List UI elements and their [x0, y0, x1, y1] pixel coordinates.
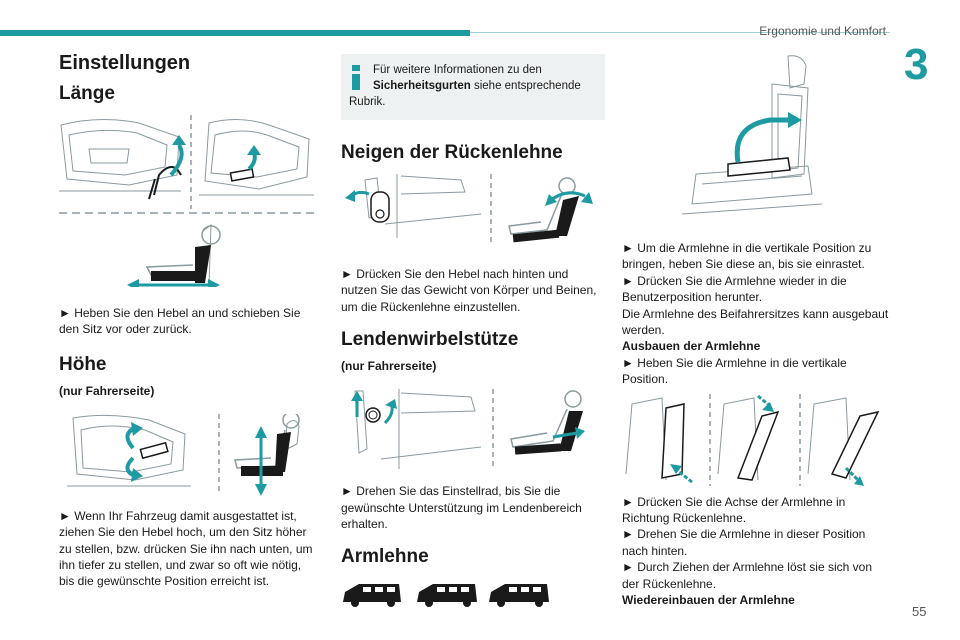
vehicle-variants-illustration [343, 584, 549, 608]
info-line-3: Rubrik. [349, 96, 386, 108]
info-box-seatbelts: Für weitere Informationen zu den Sicherh… [341, 54, 605, 120]
column-2: Für weitere Informationen zu den Sicherh… [341, 54, 605, 608]
heading-settings: Einstellungen [59, 52, 191, 74]
remove-step-2: ► Drücken Sie die Achse der Armlehne in … [622, 494, 846, 526]
header-rule [470, 32, 890, 33]
heading-armrest: Armlehne [341, 546, 429, 568]
info-bold-seatbelts: Sicherheitsgurten [373, 80, 471, 92]
seat-length-illustration [59, 115, 317, 287]
chapter-number: 3 [904, 40, 929, 89]
armrest-removable-info: Die Armlehne des Beifahrersitzes kann au… [622, 306, 889, 338]
heading-remove-armrest: Ausbauen der Armlehne [622, 339, 761, 354]
header-accent-bar [0, 30, 470, 36]
heading-height: Höhe [59, 353, 107, 375]
armrest-removal-illustration [625, 393, 880, 486]
backrest-instruction: ► Drücken Sie den Hebel nach hinten und … [341, 267, 597, 314]
height-instruction: ► Wenn Ihr Fahrzeug damit ausgestattet i… [59, 508, 313, 589]
height-note: (nur Fahrerseite) [59, 383, 155, 398]
heading-backrest: Neigen der Rückenlehne [341, 142, 563, 163]
page-number: 55 [912, 604, 927, 619]
info-icon [352, 65, 360, 90]
column-3: ► Um die Armlehne in die vertikale Posit… [622, 54, 890, 609]
lumbar-illustration [351, 389, 585, 470]
info-line-1: Für weitere Informationen zu den [373, 64, 542, 76]
lumbar-instruction: ► Drehen Sie das Einstellrad, bis Sie di… [341, 484, 582, 532]
lumbar-note: (nur Fahrerseite) [341, 359, 437, 374]
length-instruction: ► Heben Sie den Hebel an und schieben Si… [59, 306, 301, 337]
heading-refit-armrest: Wiedereinbauen der Armlehne [622, 593, 795, 608]
vehicle-icon-short [343, 584, 401, 608]
armrest-raise-illustration [681, 55, 823, 215]
info-line-2: siehe entsprechende [470, 80, 581, 92]
heading-length: Länge [59, 83, 115, 104]
armrest-step-1: ► Um die Armlehne in die vertikale Posit… [622, 241, 872, 272]
seat-height-illustration [67, 413, 300, 496]
remove-step-3: ► Drehen Sie die Armlehne in dieser Posi… [622, 527, 866, 558]
section-title: Ergonomie und Komfort [759, 24, 886, 38]
remove-step-4: ► Durch Ziehen der Armlehne löst sie sic… [622, 560, 872, 591]
backrest-illustration [345, 174, 593, 246]
heading-lumbar: Lendenwirbelstütze [341, 329, 519, 351]
armrest-step-2: ► Drücken Sie die Armlehne wieder in die… [622, 273, 847, 305]
remove-step-1: ► Heben Sie die Armlehne in die vertikal… [622, 355, 847, 387]
column-1: Einstellungen Länge ► Heben Sie den Hebe… [59, 52, 317, 590]
